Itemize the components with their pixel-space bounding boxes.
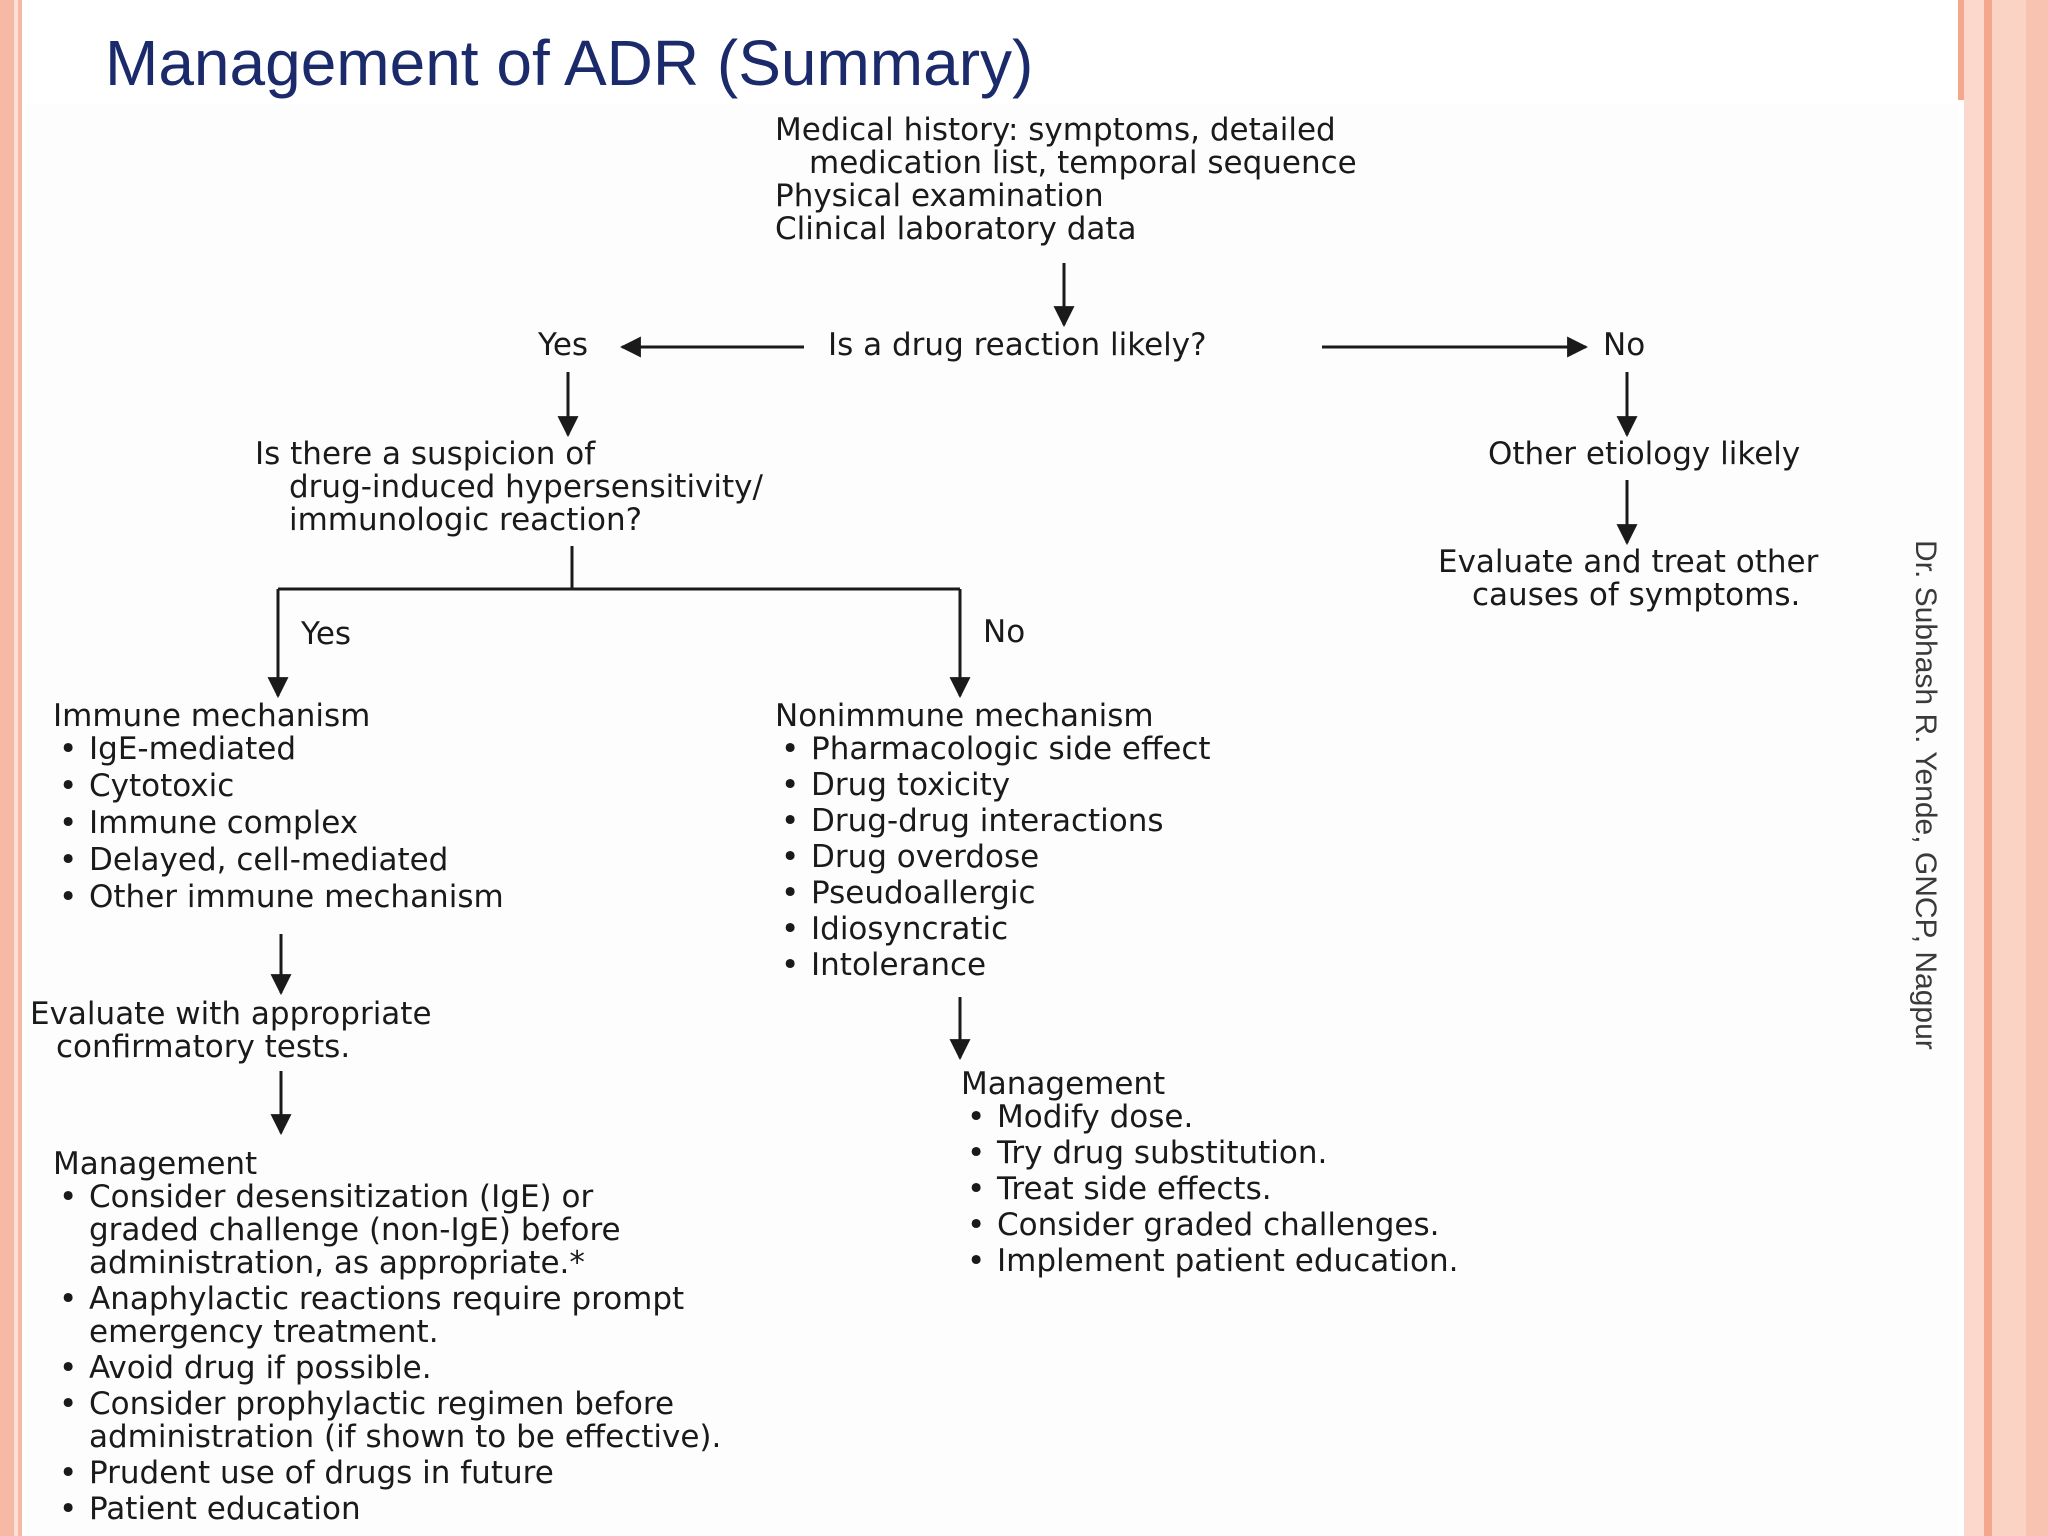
management-text-line: Consider prophylactic regimen before bbox=[89, 1386, 675, 1422]
q1-yes-label: Yes bbox=[538, 327, 589, 363]
history-line-2: medication list, temporal sequence bbox=[809, 145, 1357, 181]
nonimmune-mechanism-box: Nonimmune mechanism Pharmacologic side e… bbox=[775, 698, 1211, 983]
right-border-stripe-accent bbox=[1958, 0, 1964, 100]
immune-management-item: Avoid drug if possible. bbox=[53, 1350, 721, 1386]
left-border-inner-stripe bbox=[14, 0, 18, 1536]
nonimmune-item: Intolerance bbox=[775, 949, 1211, 983]
evaluate-other-line-1: Evaluate and treat other bbox=[1438, 544, 1819, 580]
question-hypersensitivity: Is there a suspicion of drug-induced hyp… bbox=[255, 438, 763, 537]
immune-item: Cytotoxic bbox=[53, 770, 504, 804]
q2-yes-label: Yes bbox=[301, 616, 352, 652]
nonimmune-management-item: Consider graded challenges. bbox=[961, 1209, 1458, 1243]
nonimmune-item: Drug overdose bbox=[775, 841, 1211, 875]
q1-no-label: No bbox=[1603, 327, 1646, 363]
nonimmune-management-item: Modify dose. bbox=[961, 1101, 1458, 1135]
evaluate-other-line-2: causes of symptoms. bbox=[1472, 577, 1801, 613]
right-border-band-outer bbox=[2026, 0, 2048, 1536]
hypersensitivity-line-2: drug-induced hypersensitivity/ bbox=[289, 469, 763, 505]
management-text-line: administration (if shown to be effective… bbox=[89, 1419, 722, 1455]
management-text-line: Patient education bbox=[89, 1491, 361, 1527]
immune-management-box: Management Consider desensitization (IgE… bbox=[53, 1146, 721, 1527]
nonimmune-management-item: Implement patient education. bbox=[961, 1245, 1458, 1279]
right-border-stripe-dark bbox=[1984, 0, 1992, 1536]
slide-title: Management of ADR (Summary) bbox=[105, 27, 1034, 99]
hypersensitivity-line-1: Is there a suspicion of bbox=[255, 436, 596, 472]
confirmatory-line-2: confirmatory tests. bbox=[56, 1029, 351, 1065]
hypersensitivity-line-3: immunologic reaction? bbox=[289, 502, 643, 538]
immune-mechanism-title: Immune mechanism bbox=[53, 698, 371, 734]
confirmatory-tests-box: Evaluate with appropriate confirmatory t… bbox=[30, 998, 432, 1064]
nonimmune-item: Idiosyncratic bbox=[775, 913, 1211, 947]
author-credit: Dr. Subhash R. Yende, GNCP, Nagpur bbox=[1909, 540, 1942, 1050]
management-text-line: Avoid drug if possible. bbox=[89, 1350, 432, 1386]
management-text-line: Prudent use of drugs in future bbox=[89, 1455, 554, 1491]
nonimmune-management-title: Management bbox=[961, 1066, 1166, 1102]
management-text-line: Consider desensitization (IgE) or bbox=[89, 1179, 594, 1215]
history-line-4: Clinical laboratory data bbox=[775, 211, 1137, 247]
nonimmune-management-item: Try drug substitution. bbox=[961, 1137, 1458, 1171]
start-box-history: Medical history: symptoms, detailed medi… bbox=[775, 114, 1357, 246]
immune-management-item: Prudent use of drugs in future bbox=[53, 1455, 721, 1491]
question-drug-reaction: Is a drug reaction likely? bbox=[828, 327, 1207, 363]
immune-item: IgE-mediated bbox=[53, 733, 504, 767]
immune-item: Immune complex bbox=[53, 807, 504, 841]
management-text-line: emergency treatment. bbox=[89, 1314, 439, 1350]
q2-no-label: No bbox=[983, 614, 1026, 650]
management-text-line: Anaphylactic reactions require prompt bbox=[89, 1281, 685, 1317]
immune-management-title: Management bbox=[53, 1146, 258, 1182]
nonimmune-item: Drug-drug interactions bbox=[775, 805, 1211, 839]
nonimmune-item: Drug toxicity bbox=[775, 769, 1211, 803]
nonimmune-mechanism-title: Nonimmune mechanism bbox=[775, 698, 1154, 734]
management-text-line: administration, as appropriate.* bbox=[89, 1245, 585, 1281]
immune-management-item: Patient education bbox=[53, 1491, 721, 1527]
immune-management-item: Anaphylactic reactions require prompt em… bbox=[53, 1283, 721, 1349]
history-line-3: Physical examination bbox=[775, 178, 1104, 214]
immune-item: Other immune mechanism bbox=[53, 881, 504, 915]
nonimmune-management-item: Treat side effects. bbox=[961, 1173, 1458, 1207]
evaluate-other-box: Evaluate and treat other causes of sympt… bbox=[1438, 546, 1818, 612]
immune-management-item: Consider prophylactic regimen before adm… bbox=[53, 1388, 721, 1454]
right-border-stripe-light bbox=[1964, 0, 1984, 1536]
nonimmune-item: Pharmacologic side effect bbox=[775, 733, 1211, 767]
nonimmune-item: Pseudoallergic bbox=[775, 877, 1211, 911]
management-text-line: graded challenge (non-IgE) before bbox=[89, 1212, 621, 1248]
nonimmune-management-box: Management Modify dose. Try drug substit… bbox=[961, 1066, 1458, 1279]
immune-item: Delayed, cell-mediated bbox=[53, 844, 504, 878]
immune-management-item: Consider desensitization (IgE) or graded… bbox=[53, 1181, 721, 1280]
confirmatory-line-1: Evaluate with appropriate bbox=[30, 996, 432, 1032]
history-line-1: Medical history: symptoms, detailed bbox=[775, 112, 1336, 148]
other-etiology-box: Other etiology likely bbox=[1488, 436, 1801, 472]
immune-mechanism-box: Immune mechanism IgE-mediated Cytotoxic … bbox=[53, 698, 504, 915]
